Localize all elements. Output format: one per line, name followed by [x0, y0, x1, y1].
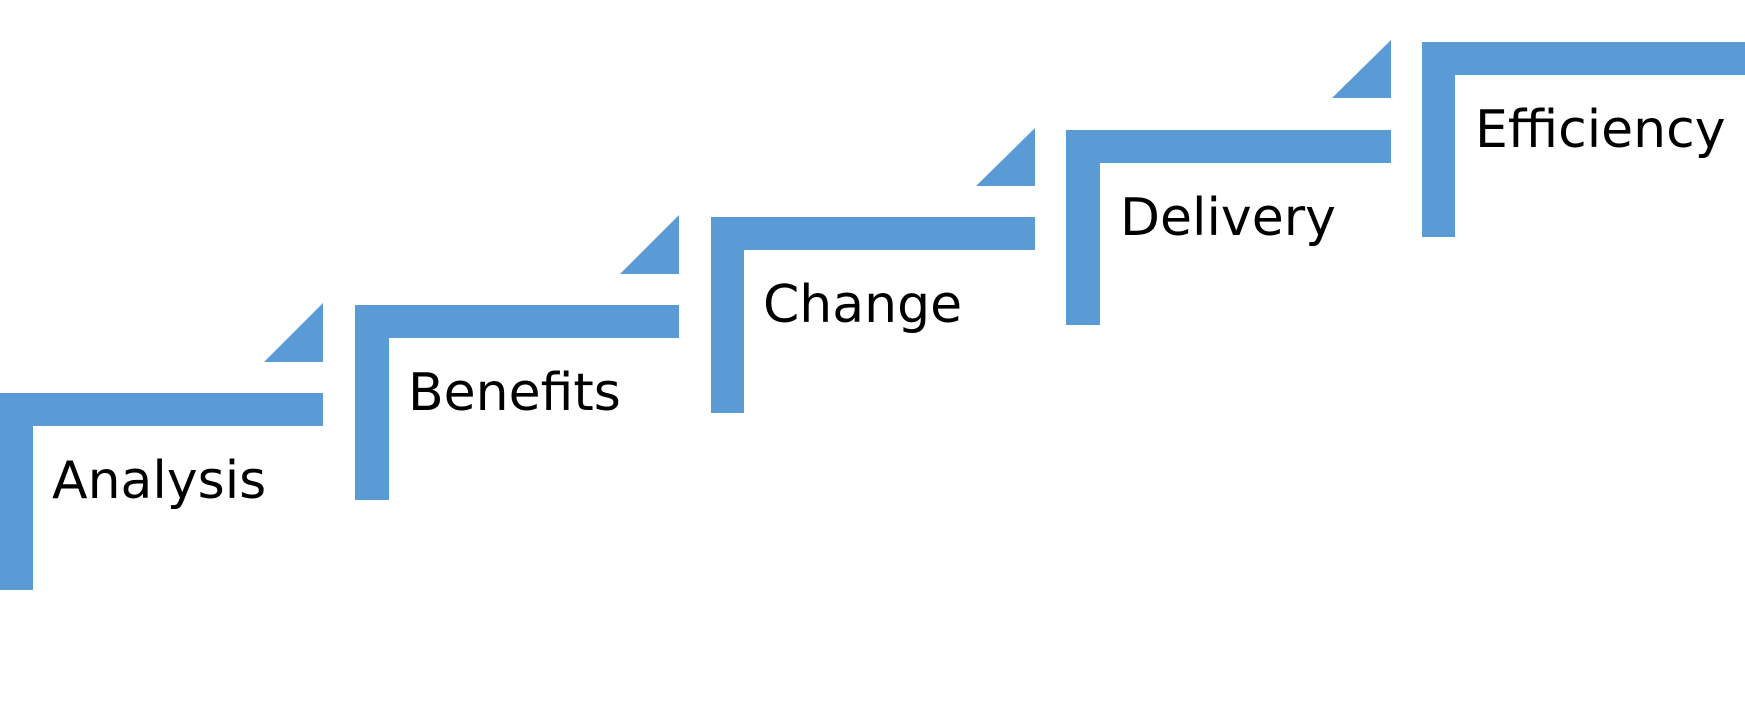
- step-arrow-triangle: [976, 128, 1035, 186]
- step-bracket: [1066, 130, 1391, 325]
- step-bracket: [355, 305, 679, 500]
- step-benefits: Benefits: [264, 303, 679, 500]
- step-arrow-triangle: [264, 303, 323, 362]
- step-bracket: [1422, 42, 1745, 237]
- step-label: Benefits: [408, 363, 621, 423]
- step-label: Analysis: [52, 451, 266, 511]
- step-analysis: Analysis: [0, 393, 323, 590]
- step-bracket: [711, 217, 1035, 413]
- step-efficiency: Efficiency: [1332, 40, 1745, 237]
- step-label: Delivery: [1120, 188, 1336, 248]
- step-bracket: [0, 393, 323, 590]
- step-label: Efficiency: [1475, 100, 1725, 160]
- step-delivery: Delivery: [976, 128, 1391, 325]
- step-label: Change: [763, 275, 962, 335]
- step-arrow-triangle: [1332, 40, 1391, 98]
- step-change: Change: [620, 215, 1035, 413]
- step-arrow-triangle: [620, 215, 679, 274]
